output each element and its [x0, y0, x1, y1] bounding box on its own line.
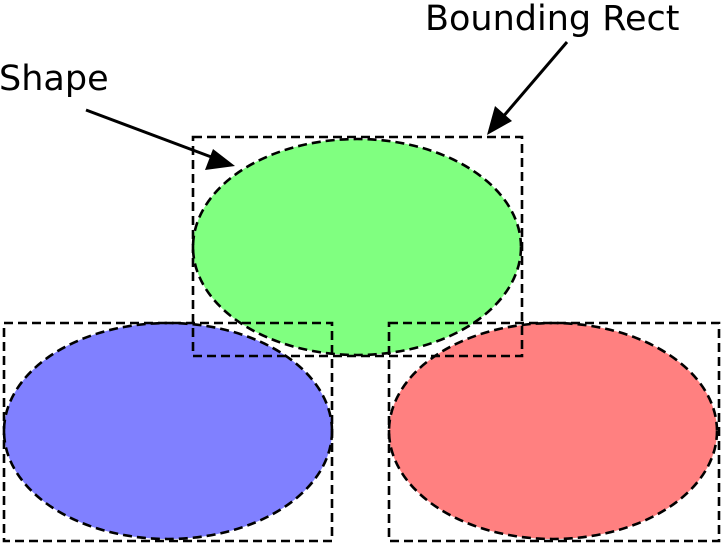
bounding-rect-arrow-line — [500, 41, 569, 119]
green-bounding-rect — [191, 135, 524, 358]
bounding-rect-arrow — [487, 41, 569, 135]
green-shape — [193, 139, 521, 355]
red-shape — [389, 323, 717, 539]
blue-shape — [4, 323, 332, 539]
blue-bounding-rect — [2, 321, 334, 543]
shape-label: Shape — [0, 59, 109, 99]
shape-arrow — [85, 108, 235, 170]
red-shape-outline — [387, 321, 719, 541]
shape-arrow-line — [85, 108, 215, 160]
shape-arrow-head — [205, 149, 235, 170]
bounding-rect-label: Bounding Rect — [425, 0, 680, 39]
red-bounding-rect — [387, 321, 721, 543]
bounding-rect-arrow-head — [487, 106, 512, 135]
red-shape-group — [387, 321, 719, 541]
